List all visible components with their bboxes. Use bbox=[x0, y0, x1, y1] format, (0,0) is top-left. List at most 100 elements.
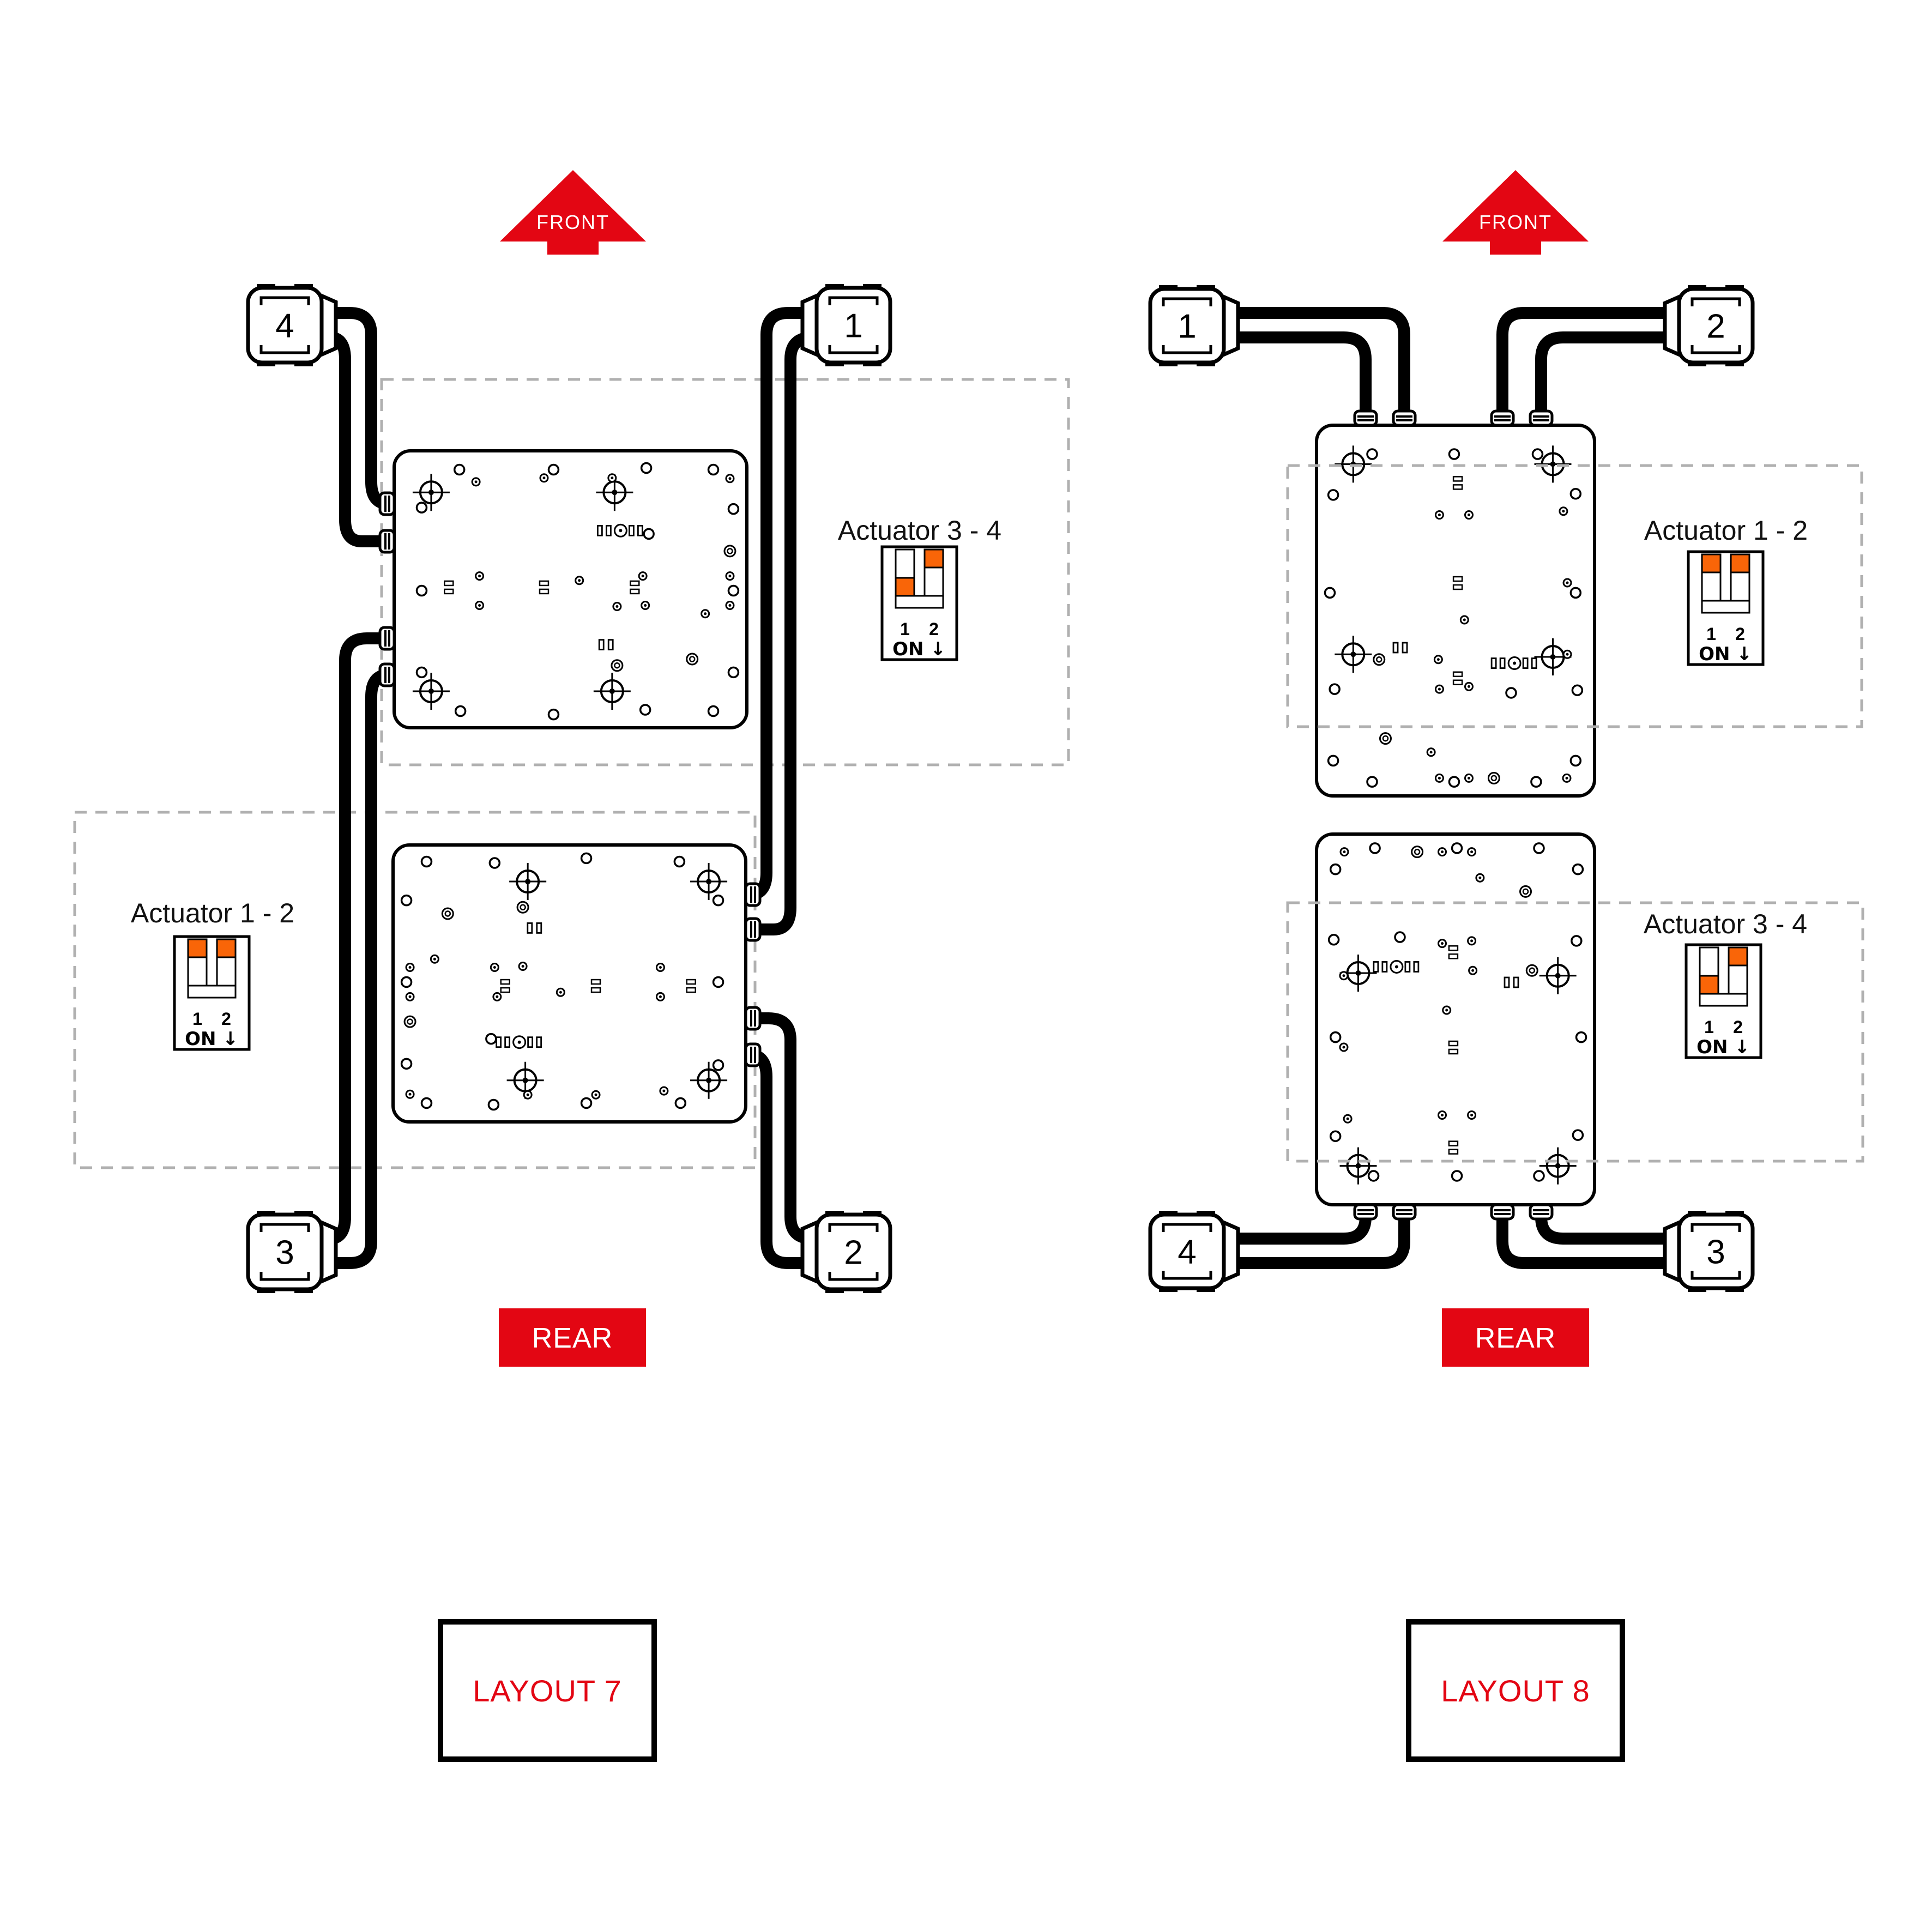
control-unit-board bbox=[1315, 832, 1596, 1206]
pcb-double-ring bbox=[1373, 653, 1386, 666]
pcb-hole bbox=[454, 705, 467, 717]
control-unit-board bbox=[393, 449, 748, 729]
pcb-hole bbox=[415, 502, 428, 514]
cable-port bbox=[1490, 409, 1515, 427]
pcb-pad-pair bbox=[630, 580, 640, 595]
pcb-hole bbox=[1448, 448, 1460, 460]
cable-port bbox=[744, 1006, 762, 1031]
connector-number: 3 bbox=[1706, 1234, 1725, 1271]
cable-port bbox=[378, 491, 396, 516]
pcb-hole bbox=[1572, 863, 1584, 876]
connector-latch bbox=[259, 1223, 310, 1232]
rear-direction-marker: REAR bbox=[1442, 1308, 1589, 1367]
pcb-target-cross bbox=[690, 1061, 728, 1099]
pcb-hole bbox=[1369, 842, 1381, 854]
actuator-zone-label: Actuator 3 - 4 bbox=[838, 515, 1001, 546]
cable-port-body bbox=[1392, 409, 1417, 427]
dip-pin-label: 2 bbox=[221, 1009, 231, 1029]
pcb-double-ring bbox=[516, 901, 529, 914]
pcb-pad-hole bbox=[1475, 873, 1485, 883]
actuator-connector: 3 bbox=[1663, 1211, 1755, 1292]
actuator-zone-label: Actuator 1 - 2 bbox=[131, 898, 294, 928]
front-arrow-icon bbox=[1442, 170, 1589, 255]
pcb-pad-hole bbox=[659, 1086, 669, 1096]
pcb-target-cross bbox=[1534, 445, 1572, 483]
actuator-connector: 4 bbox=[1148, 1211, 1240, 1292]
pcb-pad-pair bbox=[1452, 576, 1463, 590]
pcb-fiducial-target-icon bbox=[690, 863, 728, 901]
pcb-pad-dot bbox=[478, 575, 481, 578]
pcb-hole bbox=[640, 462, 653, 474]
pcb-fiducial-target-icon bbox=[1539, 957, 1577, 994]
cable-port-body bbox=[378, 662, 396, 687]
pcb-target-cross bbox=[1335, 636, 1372, 673]
pcb-double-ring bbox=[611, 659, 624, 672]
pcb-pad bbox=[1381, 961, 1388, 973]
cable-port-body bbox=[378, 626, 396, 651]
pcb-hole bbox=[1572, 1129, 1584, 1141]
dip-on-label: ON ↓ bbox=[1696, 1036, 1750, 1058]
pcb-pad bbox=[630, 588, 640, 595]
layout-caption-box bbox=[438, 1619, 657, 1762]
pcb-target-cross bbox=[1539, 957, 1577, 994]
pcb-pad-hole bbox=[612, 601, 622, 611]
pcb-hole bbox=[1329, 683, 1341, 695]
cable-port-body bbox=[378, 491, 396, 516]
pcb-pad-dot bbox=[1471, 969, 1475, 972]
pcb-pad-pair bbox=[1448, 1040, 1459, 1055]
pcb-pad-pair-h bbox=[598, 639, 614, 650]
control-unit-board bbox=[391, 843, 747, 1124]
connector-body bbox=[1677, 1212, 1755, 1290]
pcb-pad-hole bbox=[405, 963, 415, 973]
pcb-pad-dot bbox=[728, 477, 732, 480]
actuator-connector: 1 bbox=[800, 284, 892, 366]
pcb-pad-dot bbox=[1445, 1009, 1448, 1012]
pcb-ring-outer bbox=[723, 545, 736, 558]
pcb-pad-hole bbox=[1442, 1005, 1452, 1015]
pcb-pad bbox=[1452, 484, 1463, 490]
pcb-pad bbox=[1392, 642, 1399, 654]
pcb-pad-hole bbox=[492, 992, 502, 1001]
pcb-hole bbox=[580, 1097, 593, 1109]
pcb-pad-dot bbox=[1467, 514, 1470, 517]
cable-port-body bbox=[1529, 1203, 1554, 1221]
actuator-cable bbox=[1496, 307, 1673, 419]
pcb-pad-hole bbox=[701, 609, 710, 619]
dip-pin-label: 1 bbox=[900, 619, 910, 639]
pcb-pad bbox=[1448, 1048, 1459, 1055]
connector-latch bbox=[1162, 345, 1212, 354]
pcb-hole bbox=[1531, 448, 1544, 460]
pcb-double-ring bbox=[1379, 732, 1392, 745]
pcb-pad-hole bbox=[405, 992, 415, 1001]
rear-badge bbox=[499, 1308, 646, 1367]
pcb-hole bbox=[580, 852, 593, 865]
pcb-pad-hole bbox=[1438, 847, 1447, 857]
pcb-pad bbox=[527, 922, 533, 934]
pcb-connector-cluster bbox=[496, 1035, 542, 1049]
pcb-hole bbox=[707, 463, 720, 476]
pcb-hole bbox=[673, 855, 686, 868]
pcb-target-cross bbox=[690, 863, 728, 901]
pcb-pad-pair bbox=[444, 580, 454, 595]
pcb-pad-hole bbox=[1438, 1110, 1447, 1120]
pcb-pad bbox=[607, 639, 614, 650]
pcb-pad-dot bbox=[578, 579, 581, 582]
pcb-fiducial-target-icon bbox=[1339, 955, 1377, 992]
pcb-ring-dot bbox=[619, 529, 623, 533]
pcb-pad-hole bbox=[1562, 649, 1572, 659]
pcb-hole bbox=[1367, 1170, 1380, 1182]
control-unit-silkscreen bbox=[1324, 445, 1584, 788]
pcb-fiducial-target-icon bbox=[1339, 1147, 1377, 1185]
pcb-pad-dot bbox=[659, 995, 662, 998]
actuator-connector: 1 bbox=[1148, 285, 1240, 366]
connector-body bbox=[1148, 287, 1226, 365]
pcb-pad-pair bbox=[686, 979, 696, 993]
pcb-pad bbox=[630, 580, 640, 587]
pcb-target-cross bbox=[412, 474, 450, 511]
pcb-ring-dot bbox=[1513, 661, 1517, 665]
dip-handle bbox=[216, 938, 237, 958]
pcb-target-cross bbox=[1339, 1147, 1377, 1185]
